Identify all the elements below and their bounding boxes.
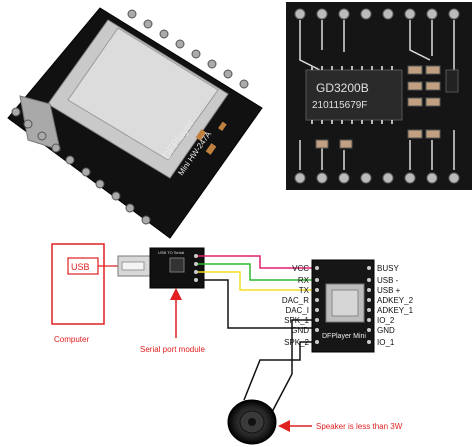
serial-module: USB TO Serial — [149, 247, 205, 289]
usb-plug — [117, 255, 151, 277]
speaker — [227, 399, 277, 445]
wire-vcc — [198, 255, 312, 269]
pin-label-right: USB + — [377, 286, 401, 295]
dfplayer-left-pins: VCC RX TX DAC_R DAC_I SPK_1 GND SPK_2 — [282, 264, 310, 347]
left-board-photo: DFPlayer Mini HW-247A — [7, 7, 263, 239]
dfplayer-module: DFPlayer Mini — [311, 259, 375, 353]
computer-caption: Computer — [54, 335, 89, 344]
wire-rx — [198, 263, 312, 281]
right-board-pins-bottom — [294, 172, 460, 184]
wire-spk1 — [271, 319, 312, 413]
serial-module-silk: USB TO Serial — [158, 250, 184, 255]
pin-label-left: DAC_R — [282, 296, 309, 305]
dfplayer-right-pins: BUSY USB - USB + ADKEY_2 ADKEY_1 IO_2 GN… — [377, 264, 414, 347]
pin-label-left: VCC — [292, 264, 309, 273]
pin-label-right: BUSY — [377, 264, 399, 273]
pin-label-left: TX — [299, 286, 310, 295]
pin-label-left: GND — [291, 326, 309, 335]
pin-label-right: GND — [377, 326, 395, 335]
pin-label-left: SPK_1 — [284, 316, 309, 325]
computer-box: USB — [51, 243, 105, 325]
dfplayer-chip-text: DFPlayer Mini — [322, 333, 366, 340]
pin-label-left: RX — [298, 276, 310, 285]
pin-label-left: DAC_I — [285, 306, 309, 315]
wire-spk2 — [243, 341, 312, 401]
pin-label-right: IO_1 — [377, 338, 395, 347]
right-board-chip-line2: 210115679F — [312, 100, 367, 111]
left-board-pins-right — [127, 9, 249, 89]
pin-label-right: ADKEY_1 — [377, 306, 414, 315]
wires — [198, 255, 312, 413]
right-board-chip — [305, 69, 403, 121]
left-board-pins-left — [11, 107, 151, 225]
pin-label-left: SPK_2 — [284, 338, 309, 347]
computer-usb-label: USB — [71, 262, 90, 272]
wire-gnd — [198, 279, 312, 329]
serial-module-caption: Serial port module — [140, 345, 205, 354]
pin-label-right: IO_2 — [377, 316, 395, 325]
speaker-caption: Speaker is less than 3W — [316, 422, 403, 431]
right-board-photo: GD3200B 210115679F — [286, 2, 472, 190]
right-board-pins-top — [294, 8, 460, 20]
wire-tx — [198, 271, 312, 291]
pin-label-right: USB - — [377, 276, 399, 285]
pin-label-right: ADKEY_2 — [377, 296, 414, 305]
right-board-chip-line1: GD3200B — [316, 81, 369, 95]
left-board-components — [195, 121, 227, 155]
right-board-components — [315, 65, 459, 149]
